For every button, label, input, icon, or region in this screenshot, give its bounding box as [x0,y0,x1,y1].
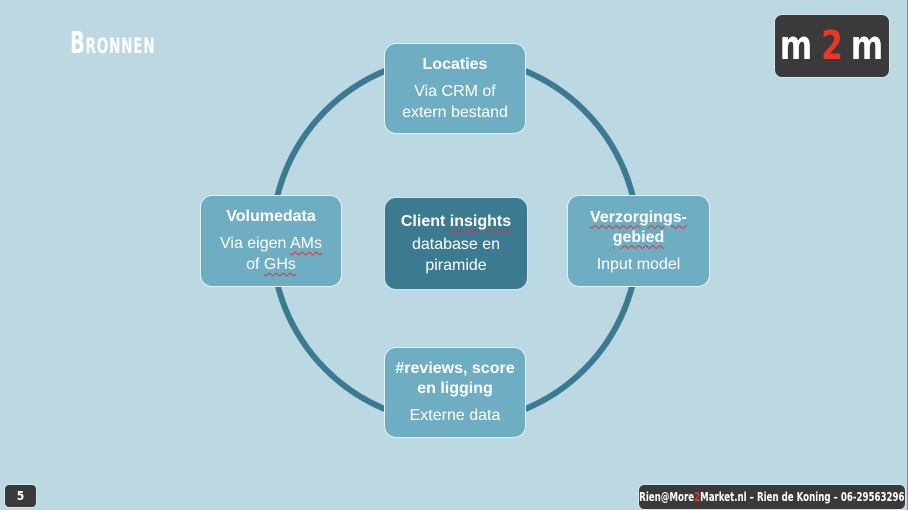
logo-letter-m-right: m [851,23,885,69]
slide-title: Bronnen [70,26,156,61]
text-span: Via eigen [220,235,290,252]
node-heading: #reviews, score en ligging [395,359,514,399]
node-heading-line: en ligging [417,380,493,397]
node-line: extern bestand [402,103,508,121]
node-description: Input model [597,254,681,275]
spellcheck-flagged-word: AMs [290,235,322,252]
node-volumedata: Volumedata Via eigen AMs of GHs [200,195,342,287]
spellcheck-flagged-word: insights [449,212,512,230]
footer-accent: 2 [694,490,701,504]
text-span: Client [400,212,450,230]
spellcheck-flagged-word: gebied [612,228,665,246]
footer-text: Market.nl – Rien de Koning – 06-29563296 [700,490,905,504]
node-reviews: #reviews, score en ligging Externe data [384,347,526,438]
footer-contact-text: Rien@More2Market.nl – Rien de Koning – 0… [639,490,904,504]
logo-digit-2: 2 [820,23,844,69]
page-number-badge: 5 [4,484,37,508]
node-line: of GHs [220,254,322,275]
node-description: Externe data [410,405,501,426]
spellcheck-flagged-word: Verzorgings- [590,208,687,226]
footer-text: Rien@More [639,490,695,504]
node-description: database en piramide [412,234,500,276]
logo-letter-m-left: m [779,23,813,69]
node-line: database en [411,235,501,253]
node-heading-line: #reviews, score [395,360,515,377]
node-heading: Volumedata [226,208,316,225]
node-client-insights: Client insights database en piramide [384,197,528,290]
spellcheck-flagged-word: GHs [263,256,296,273]
node-heading: Client insights [401,212,511,232]
node-line: Via CRM of [414,82,496,100]
node-heading: Locaties [422,55,488,73]
node-verzorgingsgebied: Verzorgings- gebied Input model [567,195,710,287]
node-locaties: Locaties Via CRM of extern bestand [384,43,526,134]
node-description: Via CRM of extern bestand [402,81,508,123]
node-heading: Verzorgings- gebied [590,208,687,248]
node-line: Externe data [409,407,501,424]
node-description: Via eigen AMs of GHs [220,233,322,275]
node-line: Input model [596,255,681,273]
node-line: piramide [425,256,487,274]
footer-contact-bar: Rien@More2Market.nl – Rien de Koning – 0… [638,484,906,510]
node-line: Via eigen AMs [220,233,322,254]
text-span: of [246,256,264,273]
